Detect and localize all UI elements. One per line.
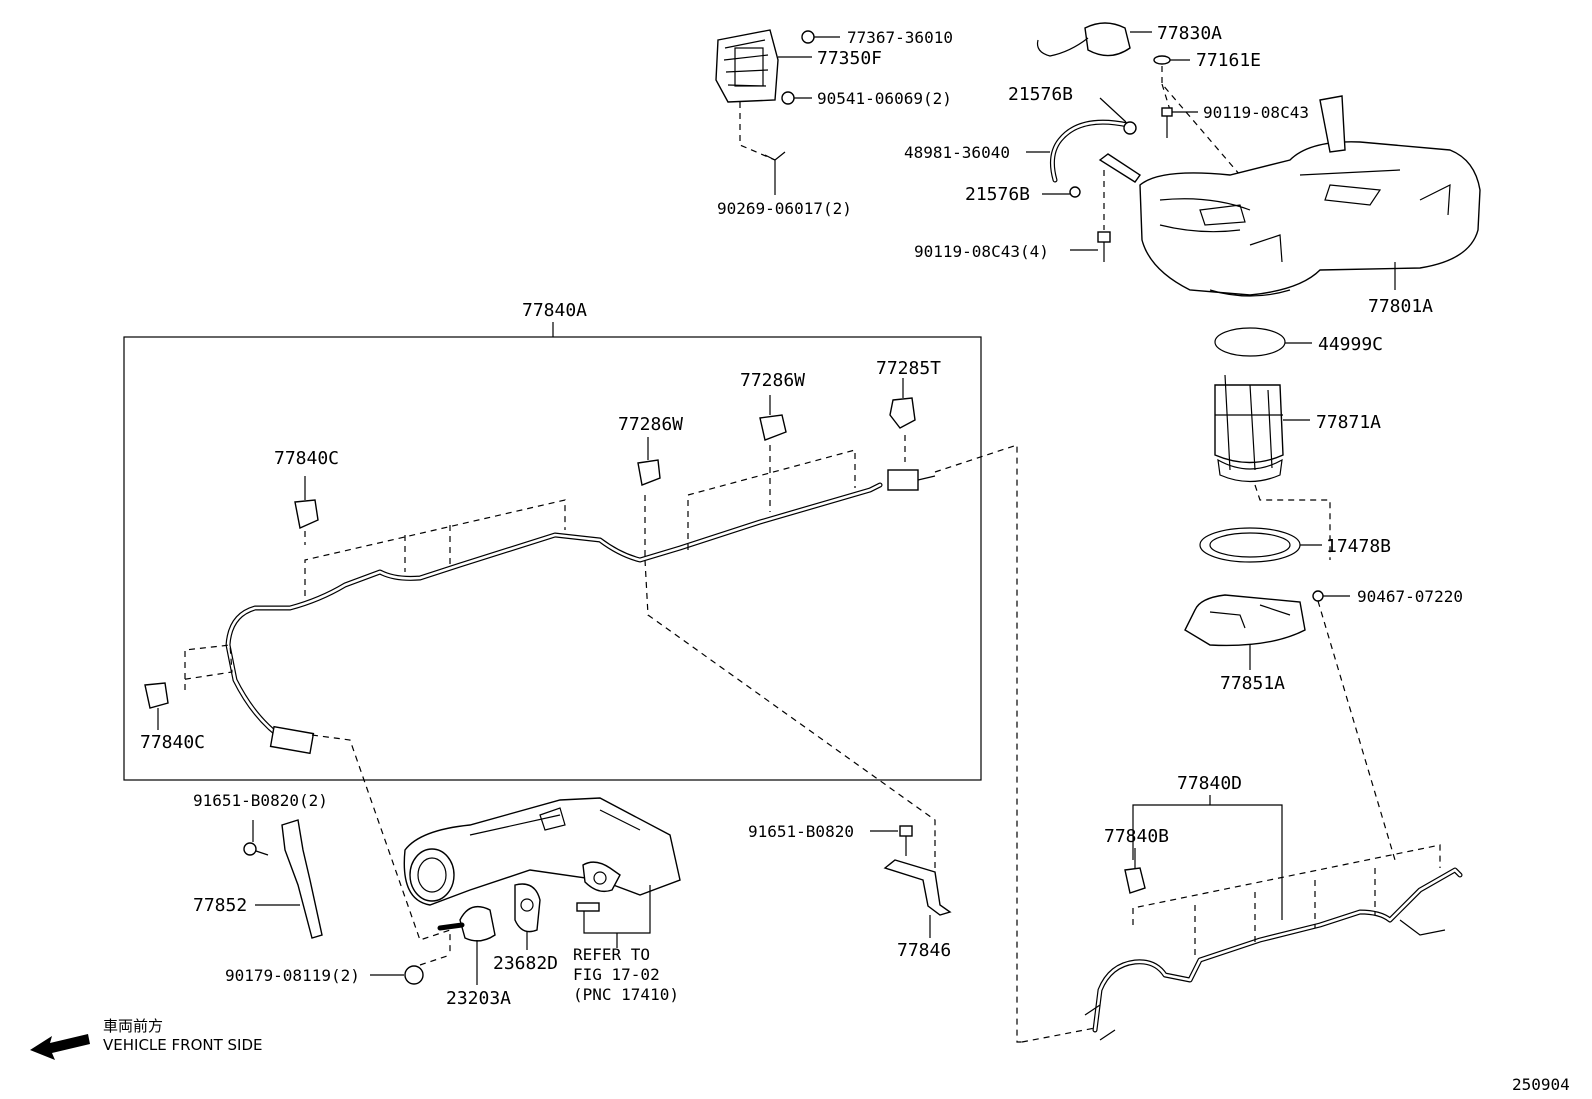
clamp-77286W-left [637,437,661,486]
fuel-tank [1139,95,1481,297]
nut-90541 [781,91,812,105]
screw-77367 [801,30,840,44]
direction-label-en: VEHICLE FRONT SIDE [103,1036,263,1054]
label-21576B-top: 21576B [1008,84,1073,105]
bracket-77852 [255,819,323,939]
bolt-91651-2 [243,820,269,856]
gasket-23682D [514,883,541,950]
label-17478B: 17478B [1326,536,1391,557]
label-77851A: 77851A [1220,673,1285,694]
bolt-90119-4 [1070,231,1111,262]
label-77840A: 77840A [522,300,587,321]
label-23203A: 23203A [446,988,511,1009]
label-77852: 77852 [193,895,247,916]
bracket-77846 [883,859,952,938]
screw-90467 [1312,590,1350,602]
gasket-44999C [1214,327,1312,357]
clamp-77840C-bottom [144,682,169,730]
bolt-91651 [870,825,913,856]
fuel-lid-box [715,29,779,103]
clamp-77840B [1124,848,1146,894]
label-77286W-right: 77286W [740,370,805,391]
label-91651-B0820-2: 91651-B0820(2) [193,791,328,810]
stud-bolt [576,902,600,912]
label-90119-08C43: 90119-08C43 [1203,103,1309,122]
flange-part [582,861,621,893]
label-90541-06069: 90541-06069(2) [817,89,952,108]
label-90467-07220: 90467-07220 [1357,587,1463,606]
label-77846: 77846 [897,940,951,961]
connector-right [887,469,936,491]
fuel-cap [1036,22,1152,57]
fuel-tube-main [225,482,883,743]
strap-bracket [1098,153,1141,183]
label-77840D: 77840D [1177,773,1242,794]
clamp-21576B-top [1099,97,1137,135]
refer-note-line1: REFER TO [573,945,650,964]
clamp-21576B-mid [1042,186,1081,198]
label-90119-08C43-4: 90119-08C43(4) [914,242,1049,261]
ring-17478B [1199,527,1322,563]
clip-90179 [370,965,424,985]
label-90269-06017: 90269-06017(2) [717,199,852,218]
label-77871A: 77871A [1316,412,1381,433]
label-91651-B0820: 91651-B0820 [748,822,854,841]
label-44999C: 44999C [1318,334,1383,355]
pump-77871A [1214,374,1310,483]
label-21576B-mid: 21576B [965,184,1030,205]
tube-assy-box [123,336,982,781]
label-77161E: 77161E [1196,50,1261,71]
refer-note-line3: (PNC 17410) [573,985,679,1004]
label-77801A: 77801A [1368,296,1433,317]
gasket-77161E [1153,55,1190,65]
clamp-77285T [889,378,916,429]
label-77830A: 77830A [1157,23,1222,44]
exhaust-manifold [403,797,681,906]
label-23682D: 23682D [493,953,558,974]
breather-hose [1026,119,1131,183]
sensor-23203A [437,906,496,985]
label-77285T: 77285T [876,358,941,379]
label-77286W-left: 77286W [618,414,683,435]
cover-77851A [1184,594,1306,670]
label-48981-36040: 48981-36040 [904,143,1010,162]
front-arrow-icon [30,1034,90,1060]
label-77840C-top: 77840C [274,448,339,469]
bolt-90119-top [1161,107,1198,138]
label-77840B: 77840B [1104,826,1169,847]
refer-note-line2: FIG 17-02 [573,965,660,984]
label-90179-08119: 90179-08119(2) [225,966,360,985]
label-77367-36010: 77367-36010 [847,28,953,47]
fuel-tube-77840D [1092,867,1463,1033]
clamp-77286W-right [759,395,787,441]
connector-left [269,725,315,755]
figure-id: 250904 [1512,1075,1570,1094]
direction-label-jp: 車両前方 [103,1017,163,1035]
clamp-77840C-top [294,476,319,529]
label-77840C-bottom: 77840C [140,732,205,753]
label-77350F: 77350F [817,48,882,69]
clip-90269 [764,151,786,175]
